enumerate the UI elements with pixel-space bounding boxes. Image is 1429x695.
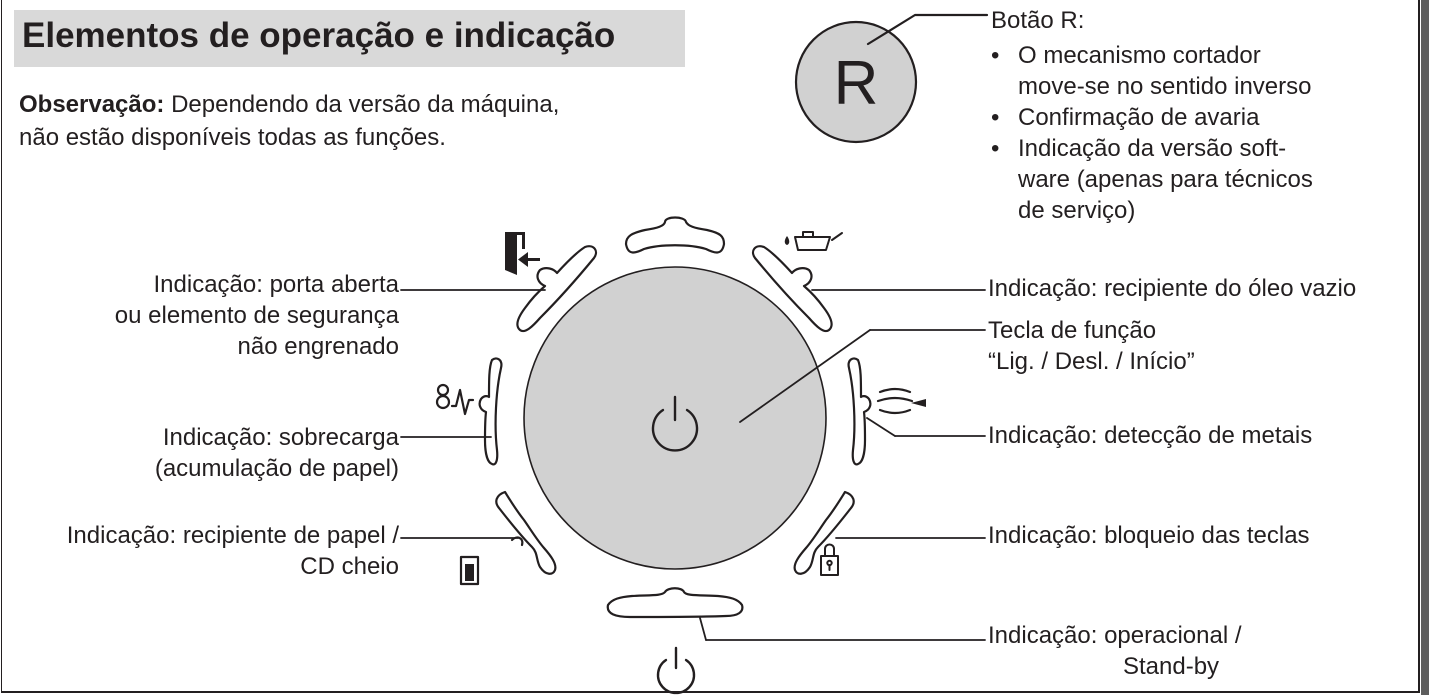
label-oil-empty: Indicação: recipiente do óleo vazio xyxy=(988,275,1357,302)
indicator-lock-segment xyxy=(793,490,855,575)
metal-detection-icon xyxy=(876,387,926,415)
label-metal-detection: Indicação: detecção de metais xyxy=(988,422,1313,449)
page-title: Elementos de operação e indicação xyxy=(22,16,616,55)
r-button-heading: Botão R: xyxy=(991,7,1085,34)
r-button[interactable] xyxy=(794,20,918,144)
indicator-metal-segment xyxy=(847,357,872,466)
r-list-item: Indicação da versão soft-ware (apenas pa… xyxy=(991,133,1313,226)
standby-leader-line xyxy=(699,617,707,641)
door-open-icon xyxy=(505,232,540,275)
page-edge-bar xyxy=(1421,0,1429,695)
power-icon xyxy=(656,646,696,695)
metal-leader-line xyxy=(866,417,896,437)
indicator-paper-bin-segment xyxy=(495,490,557,575)
r-button-leader-line xyxy=(866,13,989,46)
note-label: Observação: xyxy=(19,91,165,118)
r-list-item: Confirmação de avaria xyxy=(991,102,1313,133)
label-function-key: Tecla de função“Lig. / Desl. / Início” xyxy=(988,317,1195,375)
indicator-top-segment xyxy=(624,216,726,254)
note-paragraph: Observação: Dependendo da versão da máqu… xyxy=(19,88,579,154)
label-overload: Indicação: sobrecarga(acumulação de pape… xyxy=(154,424,399,482)
note-text: Dependendo da versão da máquina, não est… xyxy=(19,91,560,151)
indicator-paper-bin-tab xyxy=(510,536,524,547)
label-paper-bin-full: Indicação: recipiente de papel /CD cheio xyxy=(66,522,399,580)
power-icon xyxy=(651,395,699,452)
overload-icon xyxy=(435,383,475,416)
function-key-leader-line xyxy=(739,329,871,423)
indicator-overload-segment xyxy=(478,357,503,466)
title-bar xyxy=(14,10,685,67)
indicator-bottom-segment xyxy=(606,587,744,619)
indicator-door-segment xyxy=(516,245,598,333)
padlock-icon xyxy=(820,543,839,576)
paper-bin-icon xyxy=(459,555,480,586)
label-key-lock: Indicação: bloqueio das teclas xyxy=(988,522,1310,549)
r-button-glyph: R xyxy=(834,49,879,118)
oil-can-icon xyxy=(784,231,843,251)
label-standby: Indicação: operacional /Stand-by xyxy=(988,622,1242,680)
indicator-oil-segment xyxy=(751,245,833,333)
